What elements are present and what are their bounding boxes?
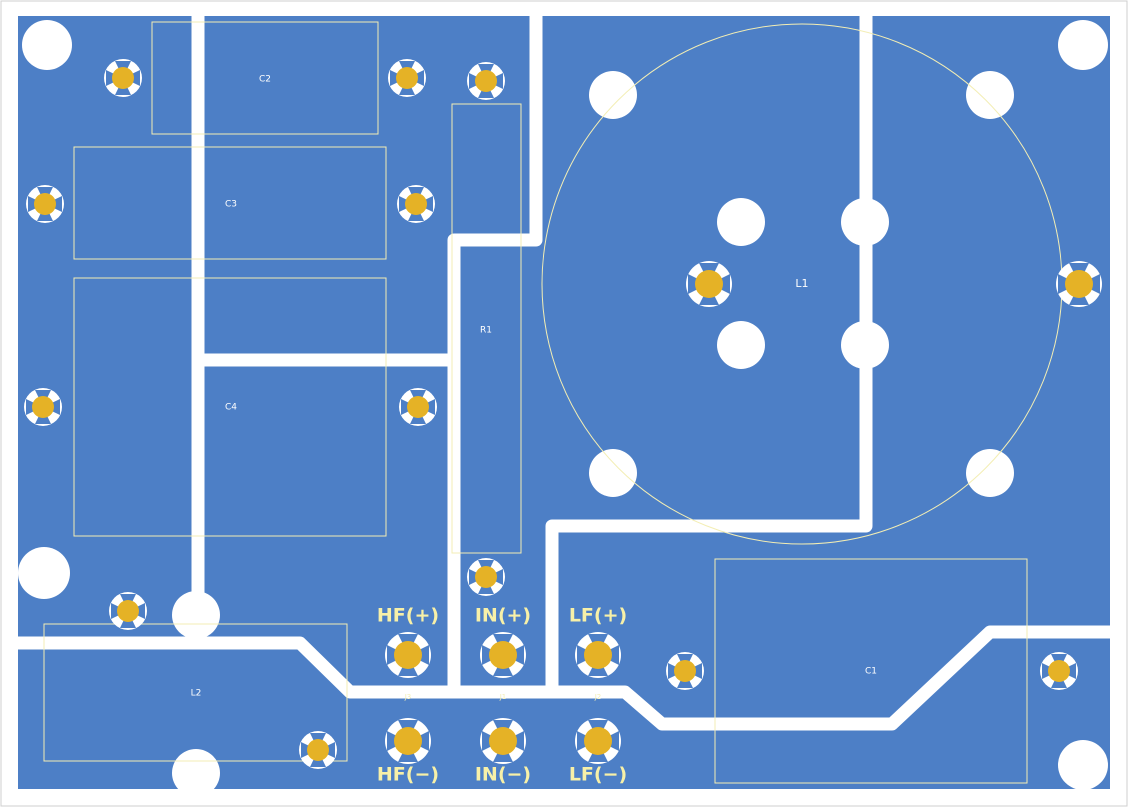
l2-label: L2 — [191, 689, 202, 699]
in-plus-label: IN(+) — [475, 605, 531, 627]
lf-minus-label: LF(−) — [569, 764, 627, 786]
r1-outline — [451, 103, 522, 554]
isolation-channels — [10, 10, 1118, 731]
c1-label: C1 — [865, 667, 877, 677]
j3-label: J3 — [404, 693, 412, 701]
r1-label: R1 — [480, 326, 492, 336]
c2-label: C2 — [259, 75, 271, 85]
lf-plus-label: LF(+) — [569, 605, 627, 627]
c4-outline — [73, 277, 387, 537]
c3-outline — [73, 146, 387, 260]
l2-outline — [43, 623, 348, 762]
component-labels: C2 C3 C4 R1 L1 L2 C1 — [191, 75, 877, 699]
hf-plus-label: HF(+) — [377, 605, 439, 627]
c1-outline — [714, 558, 1028, 784]
c3-label: C3 — [225, 200, 237, 210]
in-minus-label: IN(−) — [475, 764, 531, 786]
mounting-holes — [18, 20, 1108, 797]
c2-outline — [151, 21, 379, 135]
connector-labels: HF(+) IN(+) LF(+) HF(−) IN(−) LF(−) J3 J… — [377, 605, 627, 786]
j1-label: J1 — [499, 693, 507, 701]
hf-minus-label: HF(−) — [377, 764, 439, 786]
c4-label: C4 — [225, 403, 237, 413]
j2-label: J2 — [594, 693, 602, 701]
l1-label: L1 — [795, 277, 808, 290]
